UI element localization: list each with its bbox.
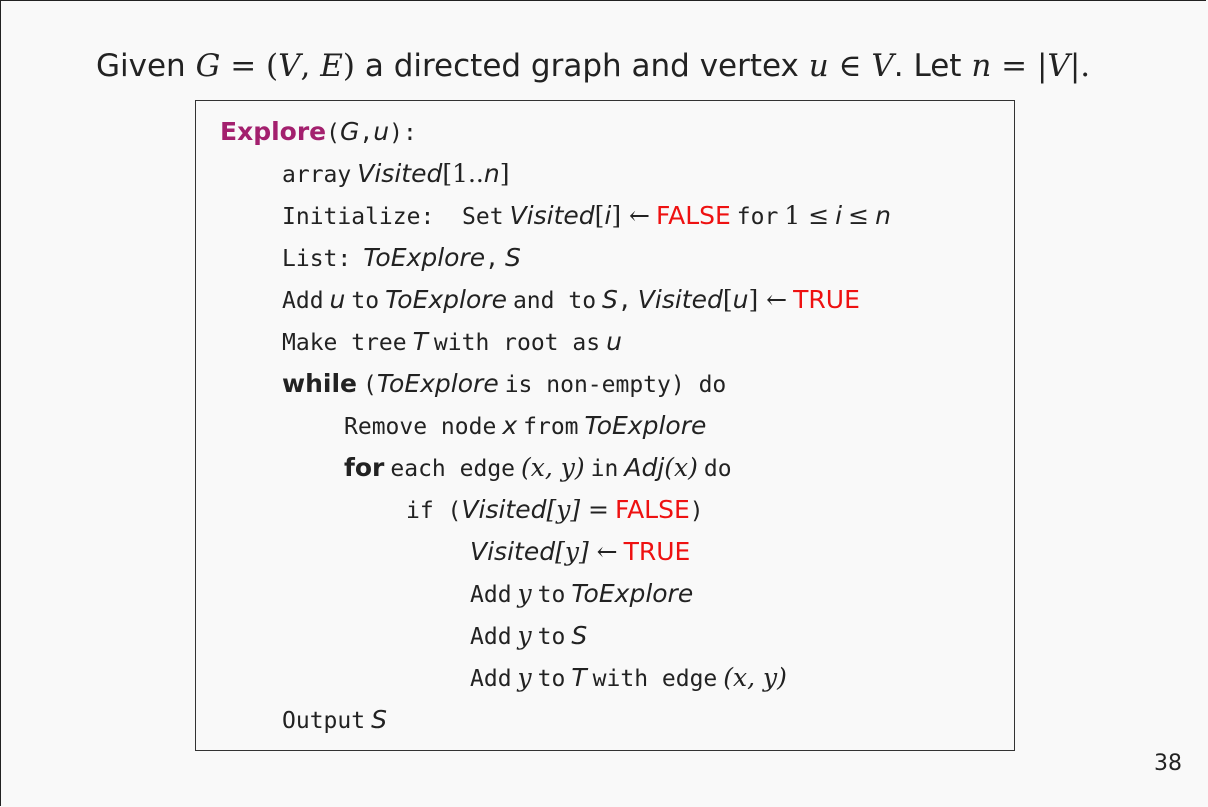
slide-heading: Given G = (V, E) a directed graph and ve… (96, 48, 1091, 84)
code-line: if (Visited[y] = FALSE) (406, 495, 704, 524)
code-line: Add u to ToExplore and to S, Visited[u] … (282, 285, 860, 314)
algorithm-title: Explore(G,u): (220, 117, 417, 146)
code-line: Initialize: Set Visited[i] ← FALSE for 1… (282, 201, 891, 230)
code-line: Add y to T with edge (x, y) (470, 663, 787, 692)
page-number: 38 (1154, 751, 1182, 776)
algorithm-box: Explore(G,u): array Visited[1..n] Initia… (195, 100, 1015, 751)
code-line: for each edge (x, y) in Adj(x) do (344, 453, 732, 482)
code-line: Add y to S (470, 621, 588, 650)
code-line: Output S (282, 705, 387, 734)
code-line: Visited[y] ← TRUE (470, 537, 691, 566)
code-line: Add y to ToExplore (470, 579, 694, 608)
code-line: array Visited[1..n] (282, 159, 510, 188)
code-line: List: ToExplore, S (282, 243, 521, 272)
code-line: while (ToExplore is non-empty) do (282, 369, 727, 398)
code-line: Make tree T with root as u (282, 327, 622, 356)
code-line: Remove node x from ToExplore (344, 411, 707, 440)
